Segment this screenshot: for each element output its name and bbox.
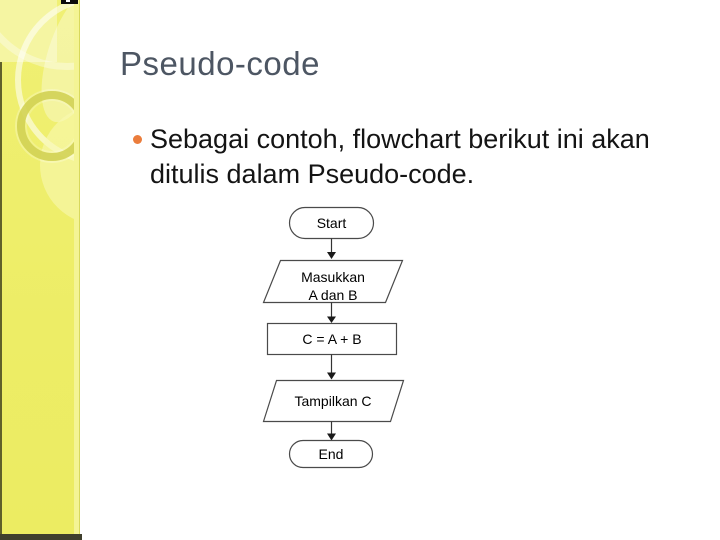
flow-arrow-head (327, 433, 336, 441)
bullet-text-line2: ditulis dalam Pseudo-code. (150, 159, 475, 189)
clipped-top-artifact (61, 0, 78, 4)
flowchart-end-label: End (319, 446, 344, 462)
flowchart-input-label-line2: A dan B (308, 287, 357, 303)
sidebar-left-edge (0, 62, 2, 540)
sidebar-right-strip (74, 0, 80, 540)
flow-arrow-head (327, 316, 336, 323)
flow-arrow-head (327, 252, 336, 259)
flowchart-end-node (288, 439, 374, 469)
flowchart-process-node (266, 322, 398, 356)
sidebar-bottom-shadow (0, 534, 82, 540)
flowchart-output-node (262, 379, 405, 423)
bullet-icon (133, 135, 142, 144)
flowchart-input-label-line1: Masukkan (301, 269, 365, 285)
flowchart-diagram: Start Masukkan A dan B C = A + B Tampilk… (262, 206, 405, 469)
flowchart-process-label: C = A + B (302, 331, 361, 347)
sidebar-right-line (79, 0, 80, 540)
flowchart-start-label: Start (317, 215, 347, 231)
bullet-text-line1: Sebagai contoh, flowchart berikut ini ak… (150, 124, 650, 154)
slide-title: Pseudo-code (120, 45, 320, 82)
bullet-item: Sebagai contoh, flowchart berikut ini ak… (133, 122, 708, 192)
bullet-text: Sebagai contoh, flowchart berikut ini ak… (150, 122, 650, 192)
flow-arrow-head (327, 372, 336, 380)
decorative-ring (17, 91, 80, 161)
decorative-sidebar (0, 0, 80, 540)
flowchart-output-label: Tampilkan C (294, 393, 371, 409)
flowchart-input-node (262, 259, 404, 304)
